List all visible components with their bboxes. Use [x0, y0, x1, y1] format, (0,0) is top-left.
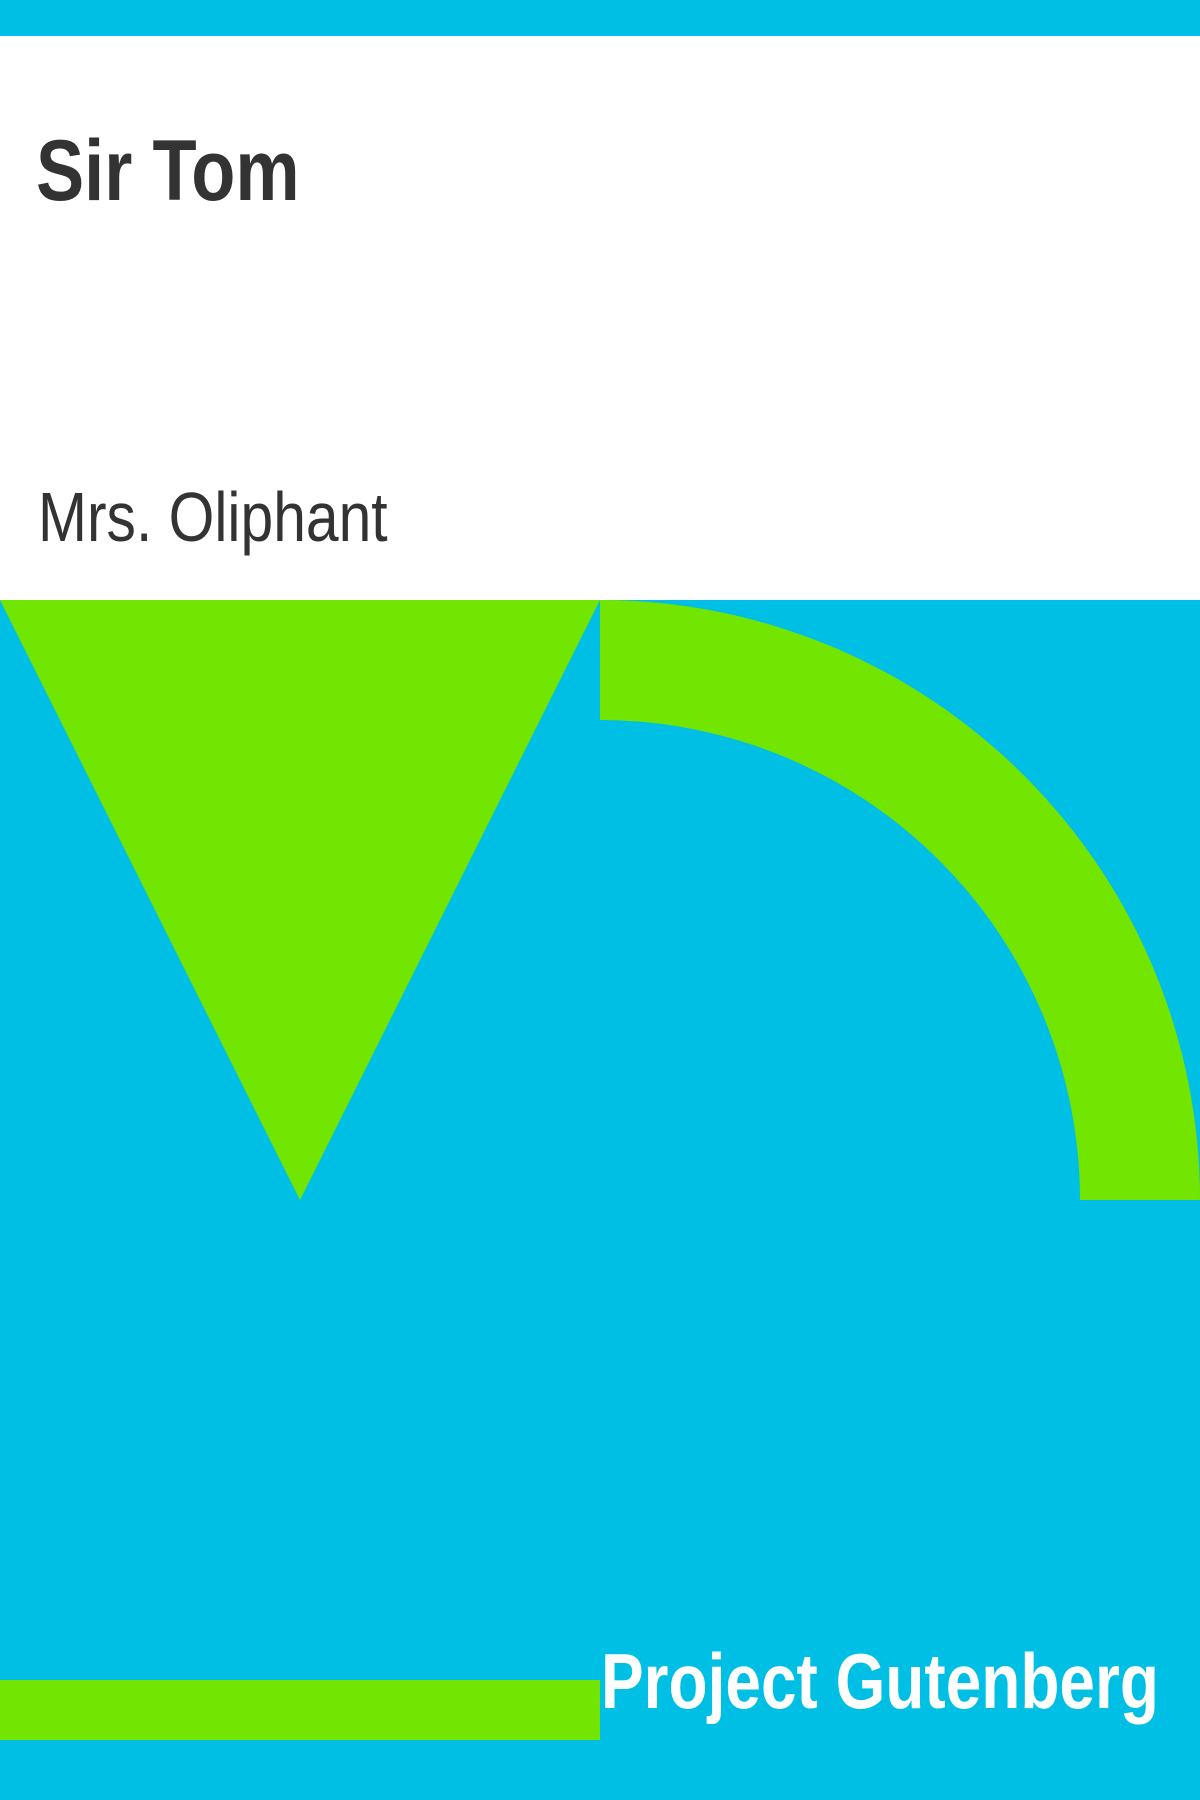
green-quarter-arc: [600, 600, 1200, 1200]
book-author: Mrs. Oliphant: [38, 478, 388, 556]
green-triangle: [0, 600, 600, 1200]
title-panel: Sir Tom Mrs. Oliphant: [0, 36, 1200, 600]
book-title: Sir Tom: [36, 123, 300, 219]
accent-bar: [0, 1680, 600, 1740]
publisher-name: Project Gutenberg: [601, 1637, 1159, 1725]
cover-artwork: [0, 600, 1200, 1200]
